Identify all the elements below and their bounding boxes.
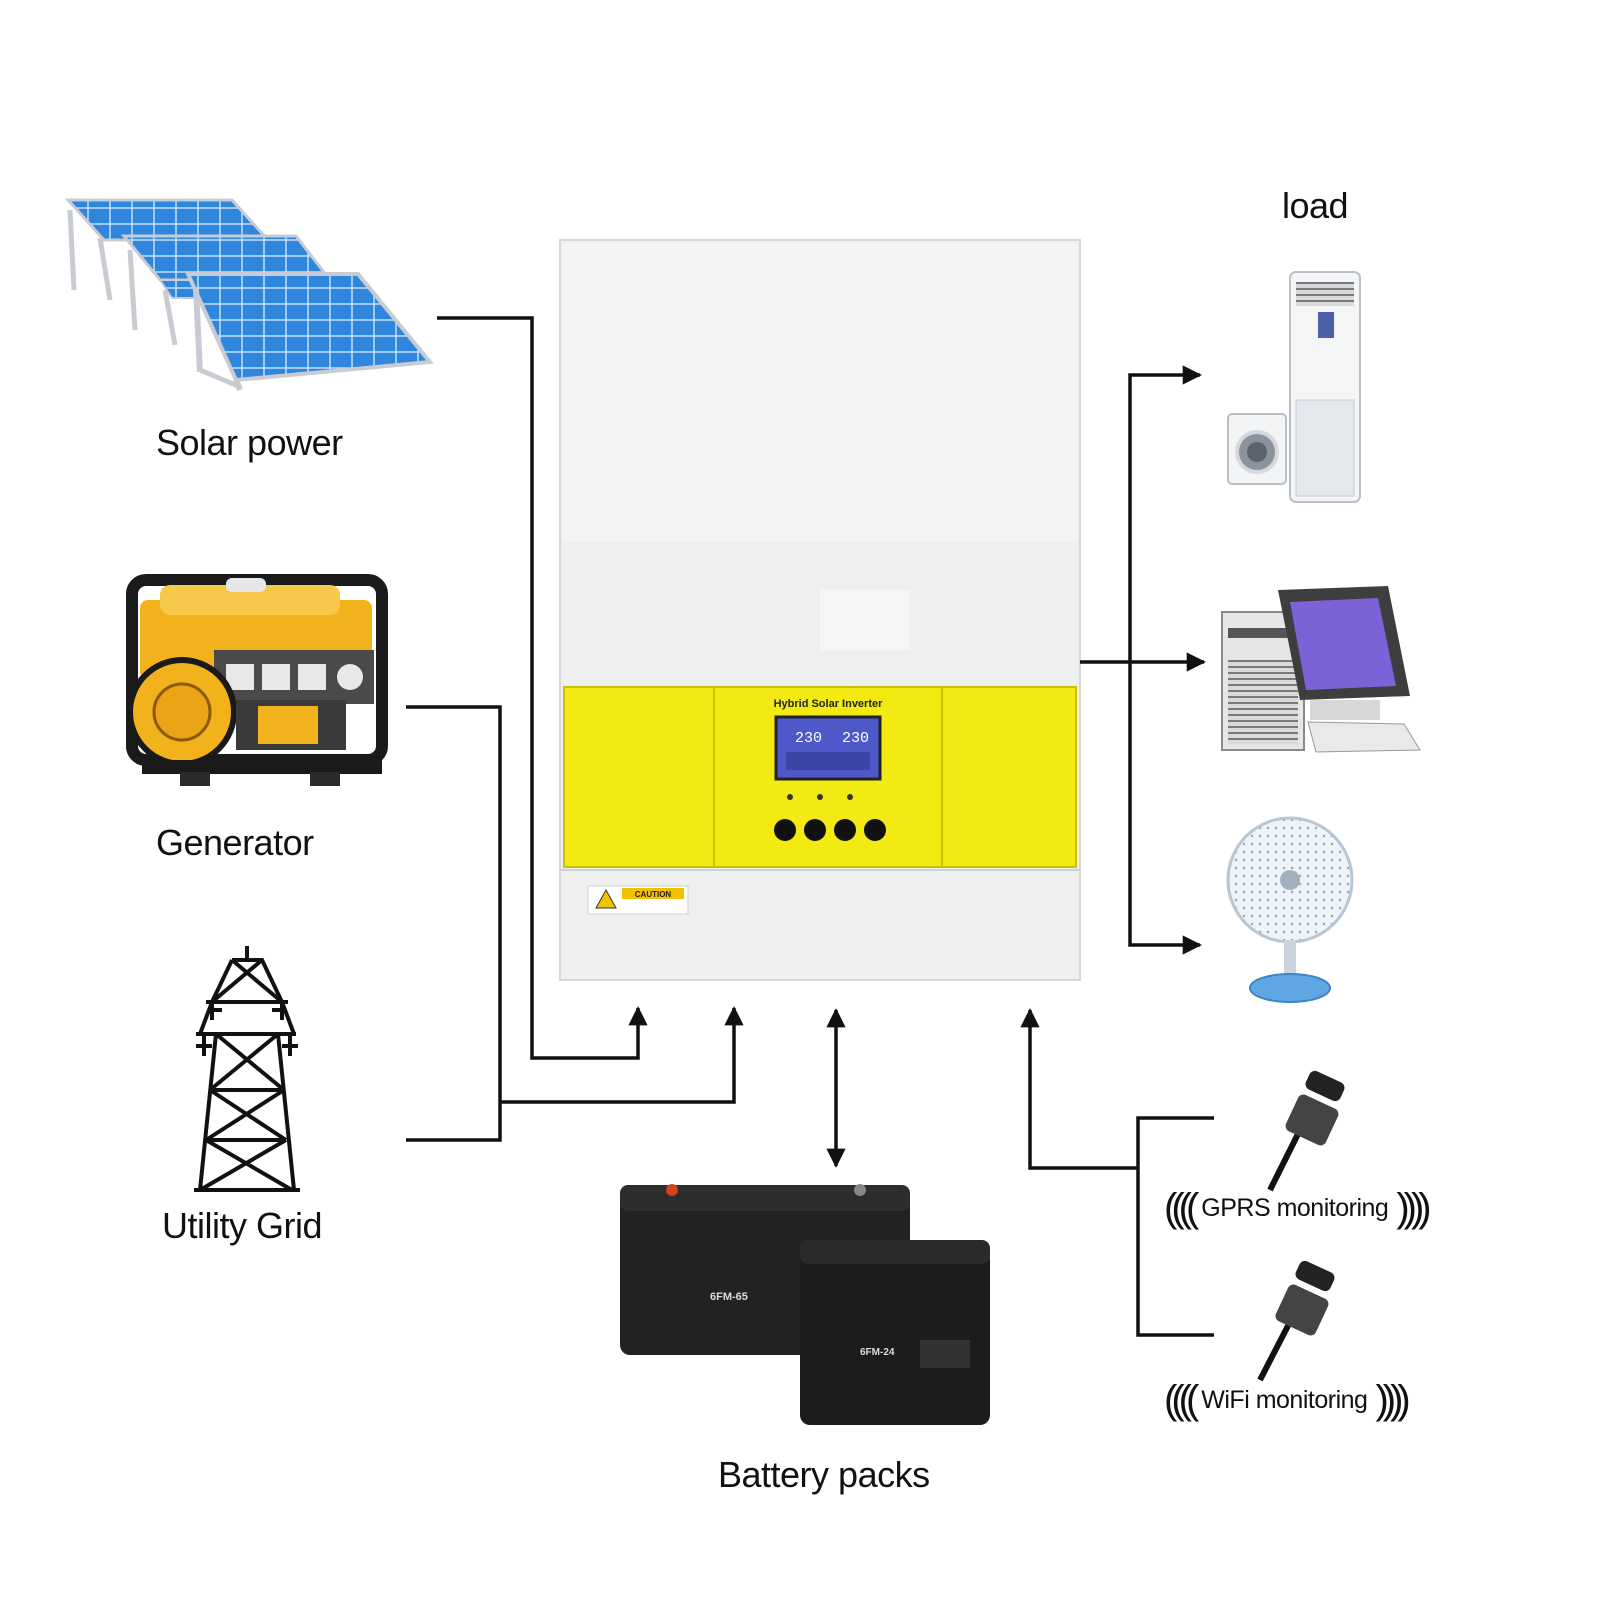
connection-lines [406,316,1214,1337]
inverter-button-1 [774,819,796,841]
generator-label: Generator [156,822,314,863]
battery-model-2: 6FM-24 [860,1347,895,1358]
lcd-right-value: 230 [842,730,869,747]
gprs-monitoring-label: (((( GPRS monitoring )))) [1164,1186,1432,1230]
wireless-signal-icon: )))) [1375,1378,1410,1422]
solar-power-label: Solar power [156,422,343,463]
fan-icon [1226,816,1354,1003]
wireless-signal-icon: )))) [1396,1186,1431,1230]
washing-machine-icon [1227,413,1287,485]
air-conditioner-icon [1289,271,1361,503]
inverter-title: Hybrid Solar Inverter [774,698,884,710]
battery-packs-label: Battery packs [718,1454,930,1495]
monitoring-dongle-icon [1267,1070,1345,1192]
battery-model-1: 6FM-65 [710,1291,748,1303]
wireless-signal-icon: (((( [1164,1186,1199,1230]
utility-grid-label: Utility Grid [162,1205,322,1246]
lcd-left-value: 230 [795,730,822,747]
wireless-signal-icon: (((( [1164,1378,1199,1422]
computer-icon [1221,586,1421,753]
hybrid-inverter: Hybrid Solar Inverter 230 230 CAUTION [559,239,1081,981]
inverter-button-2 [804,819,826,841]
inverter-button-4 [864,819,886,841]
battery-icon: 6FM-65 6FM-24 [620,1184,990,1425]
generator-icon [126,574,388,786]
load-label: load [1282,185,1348,226]
wifi-monitoring-label: (((( WiFi monitoring )))) [1164,1378,1411,1422]
gprs-monitoring-text: GPRS monitoring [1201,1193,1389,1222]
wifi-monitoring-text: WiFi monitoring [1201,1385,1368,1414]
caution-label: CAUTION [635,890,672,899]
solar-panel-icon [64,198,434,392]
monitoring-dongle-icon [1257,1260,1335,1382]
transmission-tower-icon [194,946,300,1192]
inverter-button-3 [834,819,856,841]
